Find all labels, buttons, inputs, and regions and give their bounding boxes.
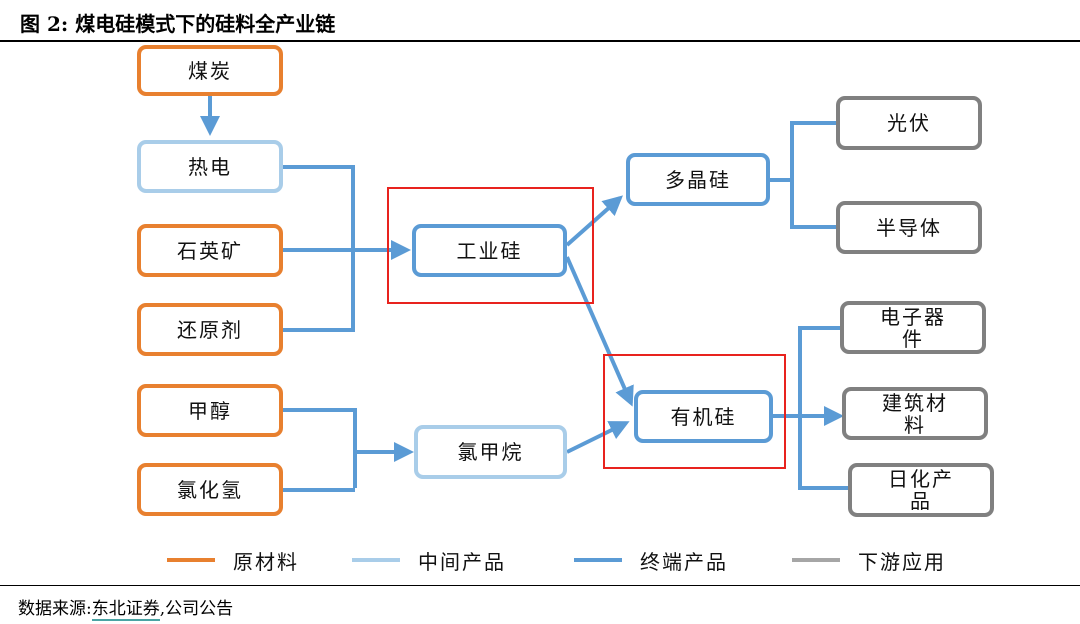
figure-title: 图 2: 煤电硅模式下的硅料全产业链: [20, 12, 336, 36]
legend-label-final: 终端产品: [640, 549, 728, 574]
legend-downstream: 下游应用: [792, 548, 946, 574]
highlight-organosilicon: [603, 354, 786, 469]
node-polysilicon: 多晶硅: [626, 153, 770, 206]
legend-swatch-raw: [167, 558, 215, 562]
top-rule: [0, 40, 1080, 42]
legend-swatch-downstream: [792, 558, 840, 562]
legend-swatch-intermediate: [352, 558, 400, 562]
bottom-rule: [0, 585, 1080, 586]
highlight-industrial-silicon: [387, 187, 594, 304]
node-coal: 煤炭: [137, 45, 283, 96]
node-quartz: 石英矿: [137, 224, 283, 277]
node-methanol: 甲醇: [137, 384, 283, 437]
node-thermal-power: 热电: [137, 140, 283, 193]
legend-label-intermediate: 中间产品: [418, 549, 506, 574]
connector-methanol: [283, 408, 357, 488]
node-hydrogen-chloride: 氯化氢: [137, 463, 283, 516]
node-reductant: 还原剂: [137, 303, 283, 356]
node-organosilicon: 有机硅: [634, 390, 773, 443]
connector-reductant: [283, 252, 355, 332]
source-note: 数据来源:东北证券,公司公告: [18, 594, 234, 621]
node-industrial-silicon: 工业硅: [412, 224, 567, 277]
node-electronics: 电子器件: [840, 301, 986, 354]
node-photovoltaic: 光伏: [836, 96, 982, 150]
source-suffix: ,公司公告: [159, 599, 234, 619]
arrow-to-organosilicon: [565, 256, 634, 407]
node-chloromethane: 氯甲烷: [414, 425, 567, 479]
node-daily-chemicals: 日化产品: [848, 463, 994, 517]
legend-label-raw: 原材料: [233, 549, 299, 574]
arrow-chloromethane-to-organosilicon: [566, 421, 630, 454]
legend-raw-material: 原材料: [167, 548, 299, 574]
legend-label-downstream: 下游应用: [858, 549, 946, 574]
connector-downstream: [798, 326, 848, 490]
connector-power: [283, 165, 355, 248]
legend-intermediate: 中间产品: [352, 548, 506, 574]
source-prefix: 数据来源:: [18, 599, 92, 619]
node-building-materials: 建筑材料: [842, 387, 988, 440]
legend-swatch-final: [574, 558, 622, 562]
connector-pv-semi: [790, 121, 836, 229]
node-semiconductor: 半导体: [836, 201, 982, 254]
source-link[interactable]: 东北证券: [91, 599, 160, 621]
legend-final-product: 终端产品: [574, 548, 728, 574]
